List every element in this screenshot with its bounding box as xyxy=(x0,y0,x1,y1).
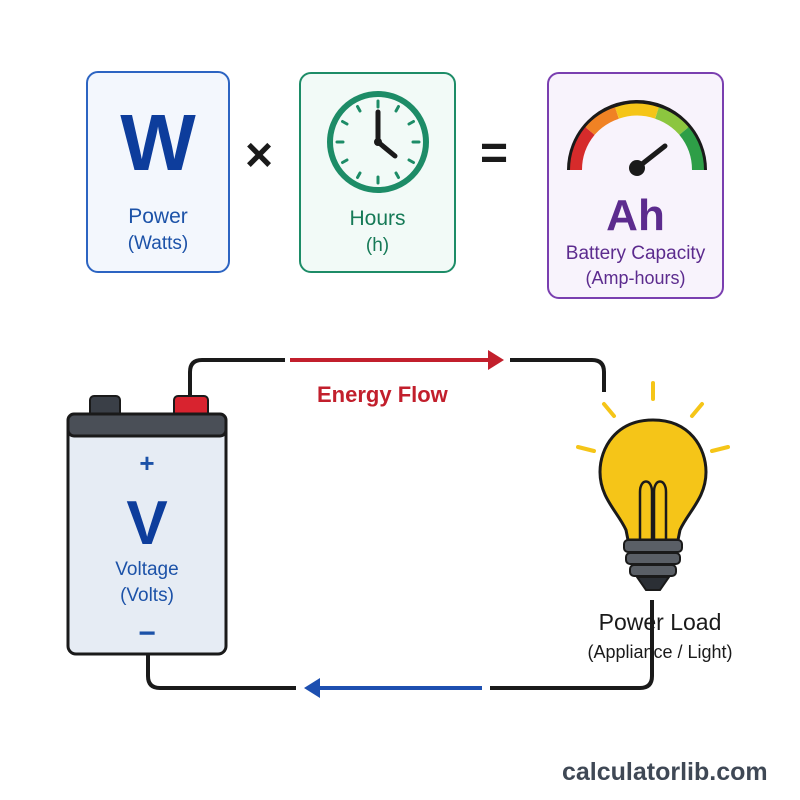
site-watermark: calculatorlib.com xyxy=(562,758,768,786)
negative-terminal-sign: − xyxy=(138,617,156,650)
equals-operator: = xyxy=(480,127,509,180)
positive-terminal-sign: + xyxy=(139,448,155,478)
power-symbol: W xyxy=(120,98,196,187)
hours-unit: (h) xyxy=(365,235,390,256)
power-load-label: Power Load xyxy=(598,609,722,635)
capacity-symbol: Ah xyxy=(606,191,665,240)
gauge-icon xyxy=(567,100,707,176)
light-bulb-icon xyxy=(576,381,730,591)
hours-card: Hours (h) xyxy=(299,72,456,273)
bottom-wire xyxy=(146,652,296,690)
power-card: W Power (Watts) xyxy=(86,71,230,273)
energy-flow-label: Energy Flow xyxy=(317,382,448,407)
voltage-symbol: V xyxy=(126,489,168,558)
power-label: Power xyxy=(128,205,188,228)
power-load-sub: (Appliance / Light) xyxy=(587,642,733,662)
power-unit: (Watts) xyxy=(127,233,189,254)
hours-label: Hours xyxy=(349,207,406,230)
capacity-label: Battery Capacity xyxy=(565,243,706,264)
multiply-operator: × xyxy=(245,129,274,182)
voltage-unit: (Volts) xyxy=(120,585,174,606)
voltage-label: Voltage xyxy=(115,559,179,580)
battery-icon xyxy=(66,395,228,656)
clock-icon xyxy=(327,91,429,193)
top-wire xyxy=(188,358,285,398)
capacity-card: Ah Battery Capacity (Amp-hours) xyxy=(547,72,724,299)
capacity-unit: (Amp-hours) xyxy=(585,268,686,288)
